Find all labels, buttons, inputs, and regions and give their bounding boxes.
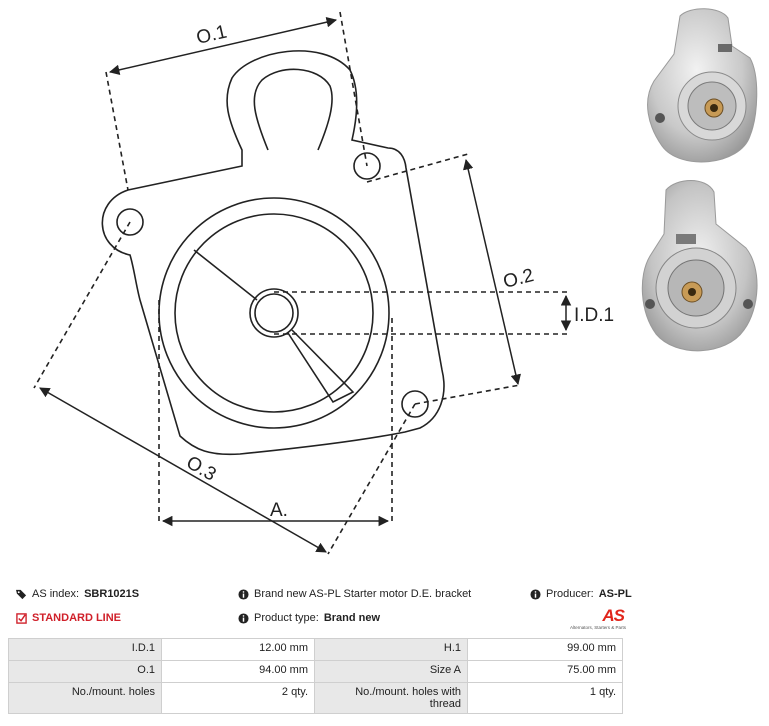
spec-value: 75.00 mm xyxy=(467,660,623,683)
check-square-icon xyxy=(16,612,27,624)
as-index: AS index: SBR1021S xyxy=(16,588,139,600)
info-icon xyxy=(238,612,249,624)
label-id1: I.D.1 xyxy=(574,305,614,326)
spec-label: O.1 xyxy=(8,660,162,683)
spec-label: H.1 xyxy=(314,638,468,661)
producer-label: Producer: xyxy=(546,588,594,600)
lug-loop xyxy=(253,68,333,151)
description: Brand new AS-PL Starter motor D.E. brack… xyxy=(238,588,471,600)
label-a: A. xyxy=(270,500,288,521)
mount-hole-bottom xyxy=(401,390,429,418)
specs-table: I.D.1 12.00 mm H.1 99.00 mm O.1 94.00 mm… xyxy=(8,638,623,714)
product-type-value: Brand new xyxy=(323,612,381,624)
table-row: I.D.1 12.00 mm H.1 99.00 mm xyxy=(8,638,623,661)
spec-label: No./mount. holes xyxy=(8,682,162,714)
as-index-label: AS index: xyxy=(32,588,80,600)
bushing-inner-circle xyxy=(254,293,294,333)
mount-hole-top xyxy=(353,152,381,180)
spec-label: Size A xyxy=(314,660,468,683)
info-icon xyxy=(238,588,249,600)
table-row: No./mount. holes 2 qty. No./mount. holes… xyxy=(8,682,623,714)
logo-mark: AS xyxy=(602,606,625,625)
product-type-label: Product type: xyxy=(254,612,319,624)
spec-label: I.D.1 xyxy=(8,638,162,661)
tag-icon xyxy=(16,589,27,599)
producer-value: AS-PL xyxy=(598,588,632,600)
spec-value: 12.00 mm xyxy=(161,638,315,661)
bracket-photo-bottom xyxy=(641,180,758,352)
spec-value: 99.00 mm xyxy=(467,638,623,661)
bracket-photo-top xyxy=(647,8,758,163)
product-info: AS index: SBR1021S STANDARD LINE Brand n… xyxy=(0,580,769,640)
spec-value: 1 qty. xyxy=(467,682,623,714)
as-pl-logo: AS Alternators, Starters & Parts xyxy=(560,606,630,632)
outer-bore-circle xyxy=(158,197,390,429)
producer: Producer: AS-PL xyxy=(530,588,632,600)
description-text: Brand new AS-PL Starter motor D.E. brack… xyxy=(254,588,472,600)
label-o1: O.1 xyxy=(194,22,229,49)
line-badge: STANDARD LINE xyxy=(16,612,121,624)
label-o2: O.2 xyxy=(501,265,536,293)
line-label: STANDARD LINE xyxy=(32,612,122,624)
mount-hole-left xyxy=(116,208,144,236)
sector-cut xyxy=(193,249,355,404)
table-row: O.1 94.00 mm Size A 75.00 mm xyxy=(8,660,623,683)
as-index-value: SBR1021S xyxy=(84,588,140,600)
bracket-technical-drawing: O.1 O.2 O.3 I.D.1 A. xyxy=(33,11,614,555)
logo-tagline: Alternators, Starters & Parts xyxy=(569,625,626,630)
spec-value: 94.00 mm xyxy=(161,660,315,683)
dim-o2 xyxy=(463,158,521,386)
bushing-outer-circle xyxy=(249,288,299,338)
info-icon xyxy=(530,588,541,600)
spec-label: No./mount. holes with thread xyxy=(314,682,468,714)
label-o3: O.3 xyxy=(183,452,220,485)
spec-value: 2 qty. xyxy=(161,682,315,714)
dim-o1 xyxy=(108,17,338,75)
product-type: Product type: Brand new xyxy=(238,612,380,624)
